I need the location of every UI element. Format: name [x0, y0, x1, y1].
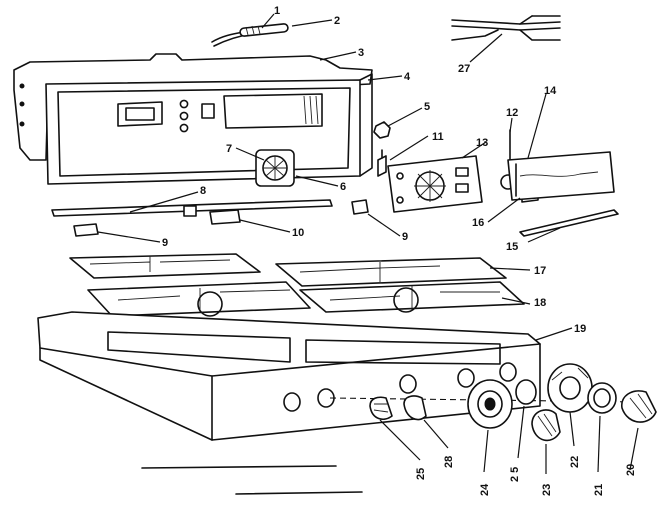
- leader-lines: [97, 13, 639, 474]
- callout-2: 2: [334, 15, 340, 27]
- part-spring-clip: [451, 15, 561, 41]
- callout-18: 18: [534, 297, 546, 309]
- part-screws: [377, 149, 387, 177]
- callout-6: 6: [340, 181, 346, 193]
- callout-10: 10: [292, 227, 304, 239]
- callout-15: 15: [506, 241, 518, 253]
- callout-22: 22: [569, 456, 581, 468]
- callout-5: 5: [424, 101, 430, 113]
- part-rail: [51, 199, 333, 217]
- part-nut: [373, 121, 391, 139]
- callout-25a: 25: [415, 468, 427, 480]
- callout-7: 7: [226, 143, 232, 155]
- callout-8: 8: [200, 185, 206, 197]
- callout-4: 4: [404, 71, 411, 83]
- callout-25b: 2 5: [509, 467, 521, 482]
- base-line: [141, 465, 337, 469]
- part-control-panel: [45, 73, 373, 185]
- part-switch-plate: [387, 155, 483, 213]
- callout-12: 12: [506, 107, 518, 119]
- callout-9a: 9: [162, 237, 168, 249]
- part-blocks: [73, 199, 369, 237]
- callout-28: 28: [443, 456, 455, 468]
- part-timer-bezel: [255, 149, 295, 187]
- callout-24: 24: [479, 483, 491, 496]
- part-circuit-board: [507, 151, 615, 201]
- callout-20: 20: [625, 464, 637, 476]
- callout-3: 3: [358, 47, 364, 59]
- part-grates: [69, 253, 525, 317]
- part-strip: [519, 209, 619, 237]
- callout-16: 16: [472, 217, 484, 229]
- callout-1: 1: [274, 5, 280, 17]
- callout-21: 21: [593, 484, 605, 496]
- callout-11: 11: [432, 131, 444, 143]
- callout-labels: 1 2 3 4 5 6 7 8 9 9 10 11 12 13 14 15 16…: [162, 5, 637, 496]
- callout-19: 19: [574, 323, 586, 335]
- part-knobs: [369, 363, 657, 442]
- callout-23: 23: [541, 484, 553, 496]
- part-cooktop: [37, 311, 541, 441]
- base-line-2: [235, 491, 363, 495]
- callout-27: 27: [458, 63, 470, 75]
- callout-14: 14: [544, 85, 557, 97]
- callout-17: 17: [534, 265, 546, 277]
- callout-9b: 9: [402, 231, 408, 243]
- part-probe-wire: [211, 23, 289, 47]
- callout-13: 13: [476, 137, 488, 149]
